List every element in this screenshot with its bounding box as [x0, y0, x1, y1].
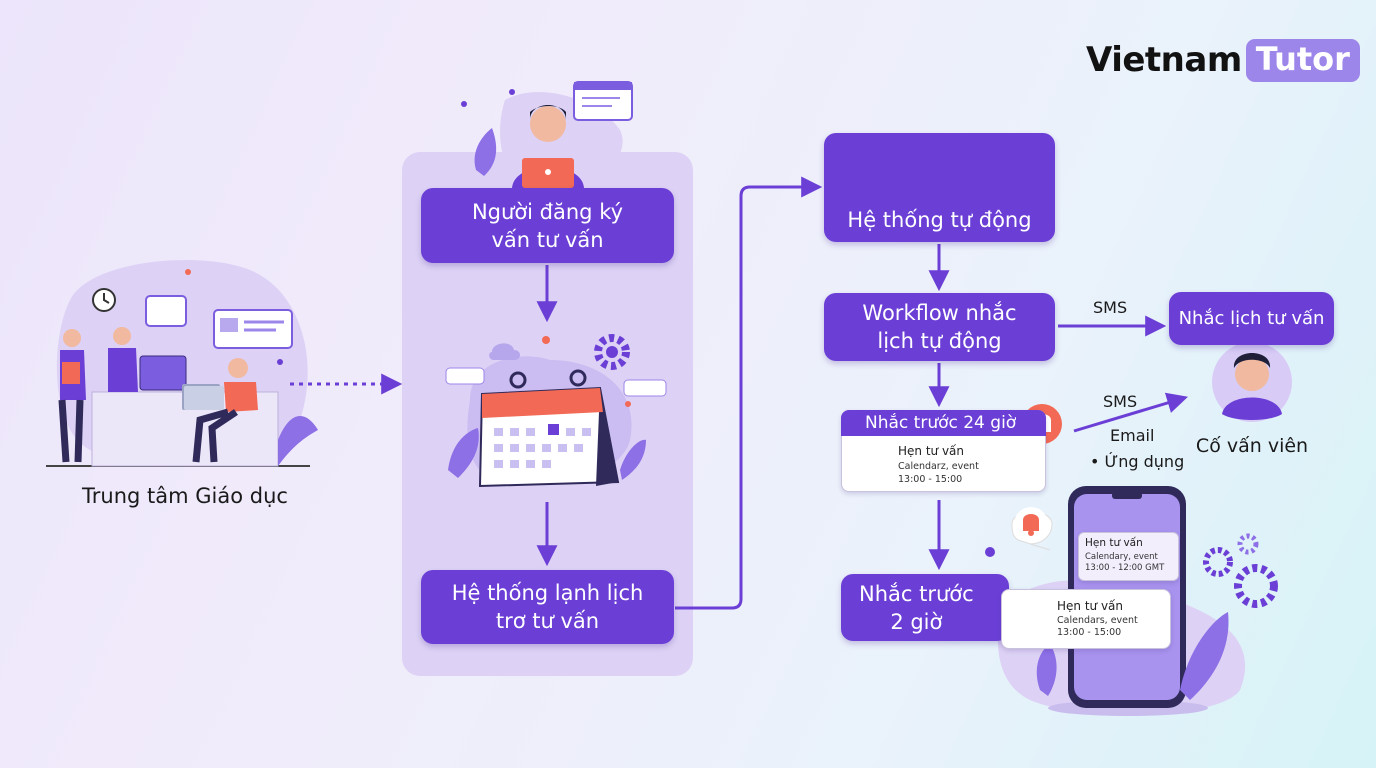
auto-system-node: Hệ thống tự động [824, 133, 1055, 242]
reminder-2h-card: Hẹn tư vấn Calendars, event 13:00 - 15:0… [1001, 589, 1171, 649]
edge-label-sms: SMS [1093, 298, 1128, 317]
scheduler-label: Hệ thống lạnh lịch trơ tư vấn [451, 581, 644, 633]
edge-label-app: • Ứng dụng [1090, 452, 1185, 471]
card-subtitle: Calendarz, event [898, 461, 979, 472]
scheduler-node: Hệ thống lạnh lịch trơ tư vấn [421, 570, 674, 644]
consult-reminder-label: Nhắc lịch tư vấn [1178, 307, 1325, 329]
registrant-illustration [461, 81, 633, 188]
card-time: 13:00 - 12:00 GMT [1085, 563, 1165, 573]
registrant-label: Người đăng ký vấn tư vấn [471, 199, 624, 252]
card-time: 13:00 - 15:00 [1057, 627, 1122, 638]
reminder-24h-label: Nhắc trước 24 giờ [841, 410, 1046, 436]
card-subtitle: Calendars, event [1057, 615, 1138, 626]
brand-logo: Vietnam Tutor [1086, 36, 1360, 84]
consult-reminder-node: Nhắc lịch tư vấn [1169, 292, 1334, 345]
phone-notification-card: Hẹn tư vấn Calendary, event 13:00 - 12:0… [1078, 532, 1179, 581]
reminder-24h-card: Nhắc trước 24 giờ Hẹn tư vấn Calendarz, … [841, 410, 1046, 492]
education-center-label: Trung tâm Giáo dục [82, 484, 288, 508]
advisor-label: Cố vấn viên [1195, 435, 1309, 457]
edge-label-sms-2: SMS [1103, 392, 1138, 411]
calendar-illustration [445, 334, 667, 488]
card-subtitle: Calendary, event [1085, 552, 1158, 562]
workflow-label: Workflow nhắc lịch tự động [862, 301, 1017, 353]
office-illustration [46, 260, 318, 467]
workflow-node: Workflow nhắc lịch tự động [824, 293, 1055, 361]
reminder-2h-label: Nhắc trước 2 giờ [859, 581, 974, 634]
bell-icon-2 [1011, 507, 1053, 551]
reminder-2h-node: Nhắc trước 2 giờ [841, 574, 1009, 641]
advisor-avatar [1212, 342, 1292, 422]
arrow-24h-to-advisor [1073, 392, 1189, 433]
card-title: Hẹn tư vấn [1057, 599, 1124, 613]
registrant-node: Người đăng ký vấn tư vấn [421, 188, 674, 263]
card-title: Hẹn tư vấn [898, 444, 965, 458]
auto-system-label: Hệ thống tự động [847, 208, 1032, 232]
logo-text-tutor: Tutor [1245, 38, 1360, 82]
card-time: 13:00 - 15:00 [898, 474, 963, 485]
arrow-scheduler-to-auto-system [675, 176, 823, 610]
logo-text-vietnam: Vietnam [1086, 40, 1242, 80]
edge-label-email: Email [1110, 426, 1155, 445]
card-title: Hẹn tư vấn [1085, 537, 1143, 549]
